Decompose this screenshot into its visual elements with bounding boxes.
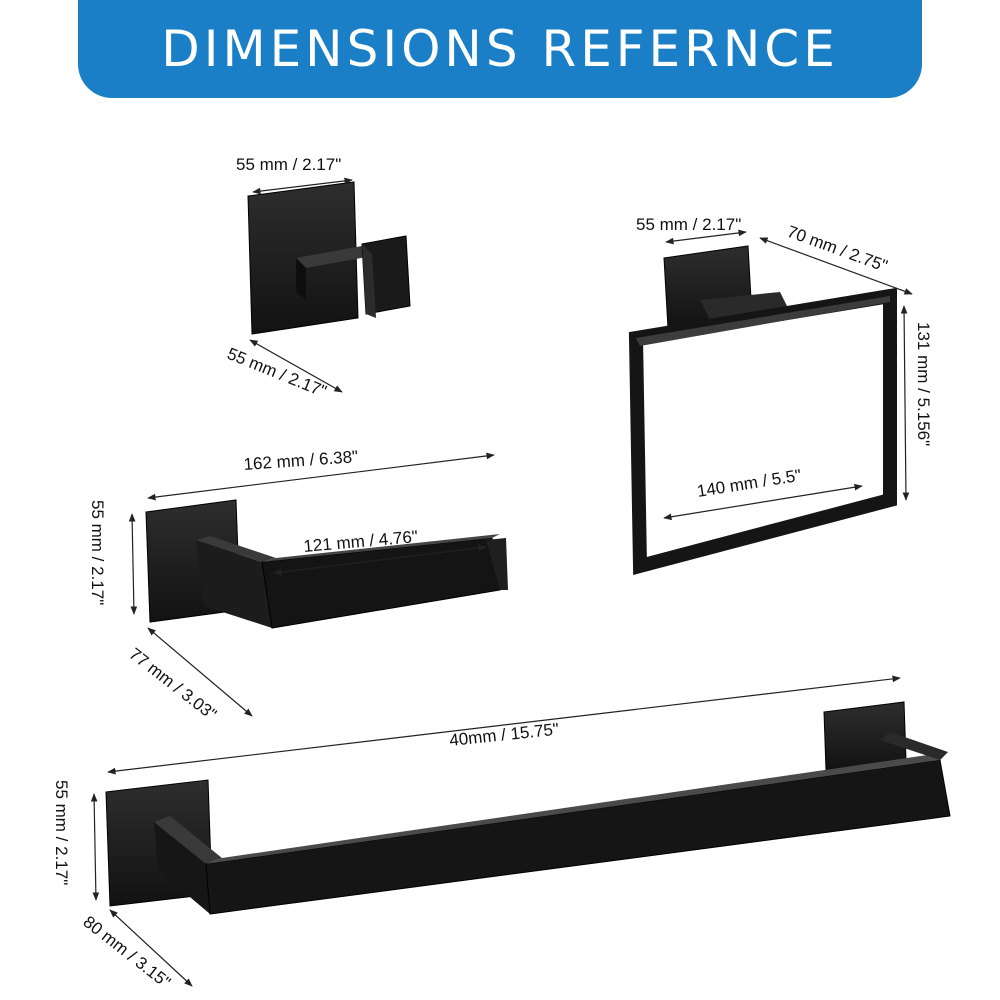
robe-hook-depth-line bbox=[249, 339, 343, 393]
towel-bar-depth-line bbox=[109, 909, 193, 987]
towel-ring: 55 mm / 2.17" 70 mm / 2.75" 131 mm / 5.1… bbox=[628, 215, 933, 576]
robe-hook-arm-top bbox=[296, 246, 372, 268]
towel-ring-depth-line bbox=[759, 237, 913, 295]
towel-ring-depth-label: 70 mm / 2.75" bbox=[785, 222, 890, 276]
paper-holder: 162 mm / 6.38" 121 mm / 4.76" 55 mm / 2.… bbox=[88, 447, 508, 724]
paper-holder-bar bbox=[261, 537, 501, 629]
paper-holder-arm-side bbox=[196, 540, 272, 628]
header-banner: DIMENSIONS REFERNCE bbox=[78, 0, 922, 98]
towel-ring-width-label: 140 mm / 5.5" bbox=[696, 466, 803, 501]
towel-bar-base-line bbox=[90, 793, 100, 901]
towel-bar-depth-label: 80 mm / 3.15" bbox=[80, 912, 175, 992]
towel-ring-height-label: 131 mm / 5.156" bbox=[914, 322, 933, 446]
robe-hook-tip-side bbox=[362, 244, 376, 318]
paper-holder-arm-top bbox=[196, 536, 276, 562]
robe-hook: 55 mm / 2.17" 55 mm / 2.17" bbox=[225, 155, 411, 401]
banner-title: DIMENSIONS REFERNCE bbox=[161, 20, 839, 78]
paper-holder-tip bbox=[486, 538, 508, 590]
paper-holder-bar-line bbox=[273, 544, 487, 576]
paper-holder-length-label: 162 mm / 6.38" bbox=[243, 447, 359, 474]
towel-bar-length-label: 40mm / 15.75" bbox=[448, 720, 559, 750]
paper-holder-base-label: 55 mm / 2.17" bbox=[88, 500, 107, 605]
paper-holder-base-line bbox=[128, 513, 138, 615]
towel-bar-base-label: 55 mm / 2.17" bbox=[52, 780, 71, 885]
towel-bar-rail-top bbox=[206, 752, 948, 864]
towel-ring-base-line bbox=[665, 229, 747, 245]
towel-bar-arm-side bbox=[154, 822, 210, 914]
towel-ring-width-line bbox=[663, 483, 863, 521]
paper-holder-depth-label: 77 mm / 3.03" bbox=[126, 644, 221, 724]
towel-ring-frame-top bbox=[636, 296, 890, 346]
towel-ring-base-label: 55 mm / 2.17" bbox=[636, 215, 741, 234]
robe-hook-width-label: 55 mm / 2.17" bbox=[236, 155, 341, 174]
robe-hook-depth-label: 55 mm / 2.17" bbox=[225, 344, 330, 401]
towel-ring-height-line bbox=[900, 305, 910, 501]
robe-hook-arm-side bbox=[296, 258, 306, 300]
towel-bar-length-line bbox=[107, 675, 901, 775]
towel-bar-rail bbox=[205, 759, 951, 915]
towel-bar: 40mm / 15.75" 55 mm / 2.17" 80 mm / 3.15… bbox=[52, 675, 951, 992]
towel-bar-arm-top bbox=[154, 816, 222, 864]
paper-holder-length-line bbox=[147, 452, 495, 501]
towel-ring-frame bbox=[628, 287, 897, 576]
robe-hook-width-line bbox=[252, 177, 353, 195]
